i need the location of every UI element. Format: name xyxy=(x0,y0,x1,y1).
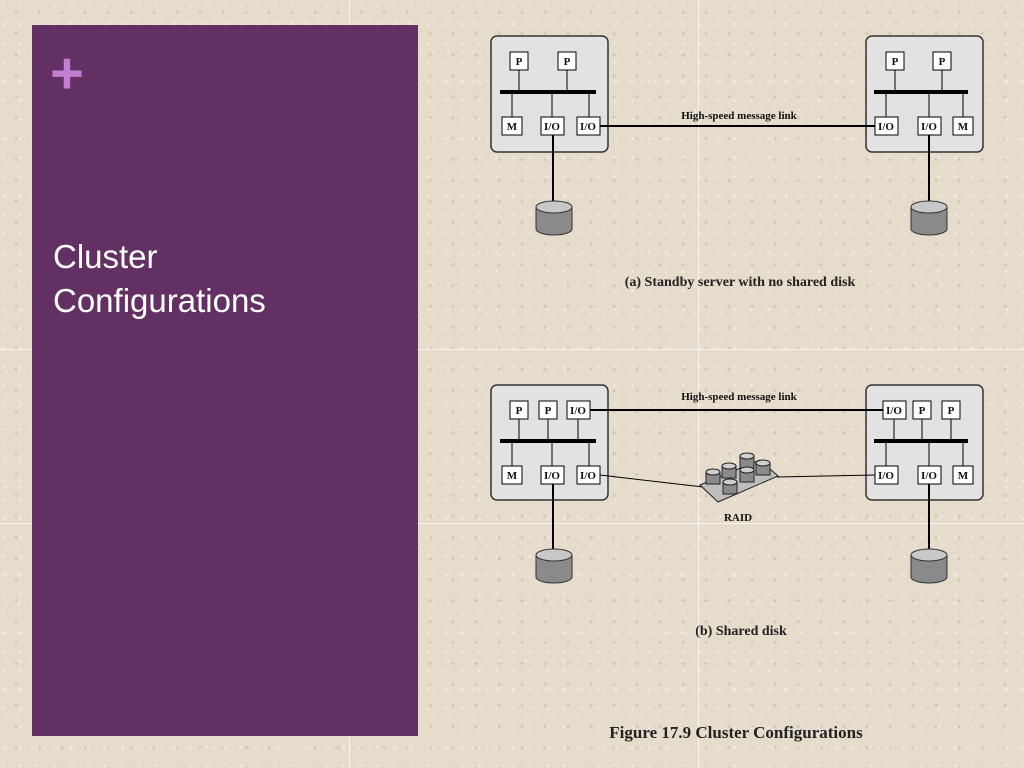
title-panel: + Cluster Configurations xyxy=(32,25,418,736)
module-label: I/O xyxy=(580,121,596,133)
processor-box xyxy=(509,51,529,71)
processor-label: P xyxy=(892,56,899,68)
caption-a: (a) Standby server with no shared disk xyxy=(625,275,856,290)
module-label: M xyxy=(507,470,518,482)
module-label: I/O xyxy=(878,121,894,133)
module-label: I/O xyxy=(921,121,937,133)
grid-line xyxy=(0,349,1024,350)
processor-box xyxy=(941,400,961,420)
raid-icon xyxy=(699,452,779,503)
caption-b: (b) Shared disk xyxy=(695,624,787,639)
raid-label: RAID xyxy=(724,512,752,524)
memory-box xyxy=(952,116,974,136)
module-label: I/O xyxy=(878,470,894,482)
module-label: I/O xyxy=(886,405,902,417)
plus-icon: + xyxy=(50,41,84,106)
processor-label: P xyxy=(919,405,926,417)
memory-box xyxy=(501,116,523,136)
memory-box xyxy=(501,465,523,485)
disk-icon xyxy=(535,548,573,584)
processor-box xyxy=(557,51,577,71)
processor-box xyxy=(538,400,558,420)
module-label: I/O xyxy=(570,405,586,417)
processor-label: P xyxy=(948,405,955,417)
slide-title: Cluster Configurations xyxy=(53,235,393,323)
processor-box xyxy=(885,51,905,71)
module-label: M xyxy=(507,121,518,133)
module-label: I/O xyxy=(921,470,937,482)
processor-box xyxy=(912,400,932,420)
module-label: I/O xyxy=(544,121,560,133)
disk-icon xyxy=(910,200,948,236)
diagram-a: P P M I/O I/O P P I/O I/O M High-speed m… xyxy=(490,35,984,290)
grid-line xyxy=(0,523,1024,524)
processor-label: P xyxy=(564,56,571,68)
processor-label: P xyxy=(545,405,552,417)
processor-label: P xyxy=(516,405,523,417)
module-label: M xyxy=(958,470,969,482)
diagram-b: P P I/O M I/O I/O I/O P P I/O I/O M High xyxy=(490,384,984,639)
processor-box xyxy=(509,400,529,420)
raid-connector xyxy=(599,474,704,488)
module-label: I/O xyxy=(544,470,560,482)
title-line-1: Cluster xyxy=(53,238,158,275)
processor-box xyxy=(932,51,952,71)
title-line-2: Configurations xyxy=(53,282,266,319)
grid-line xyxy=(698,0,699,768)
processor-label: P xyxy=(939,56,946,68)
processor-label: P xyxy=(516,56,523,68)
disk-icon xyxy=(535,200,573,236)
raid-connector xyxy=(776,474,876,478)
link-label: High-speed message link xyxy=(681,391,797,403)
module-label: I/O xyxy=(580,470,596,482)
link-label: High-speed message link xyxy=(681,110,797,122)
disk-icon xyxy=(910,548,948,584)
module-label: M xyxy=(958,121,969,133)
memory-box xyxy=(952,465,974,485)
figure-caption: Figure 17.9 Cluster Configurations xyxy=(609,723,863,742)
